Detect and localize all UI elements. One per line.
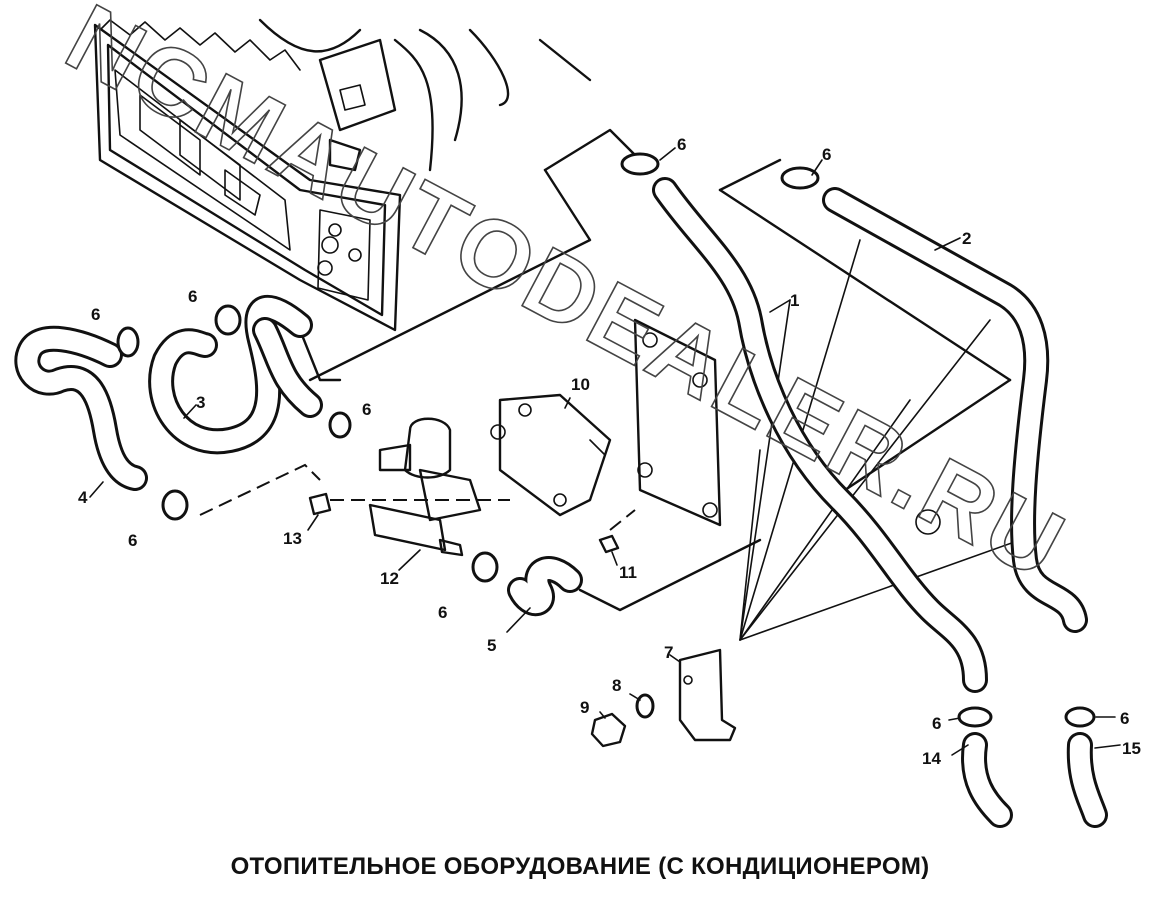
callout-6-g: 6: [438, 603, 447, 622]
callout-6-f: 6: [128, 531, 137, 550]
hose-14: [961, 732, 1013, 828]
callout-6-a: 6: [677, 135, 686, 154]
hose-5: [507, 556, 583, 617]
callout-3: 3: [196, 393, 205, 412]
bolt-11: [598, 534, 620, 554]
callout-2: 2: [962, 229, 971, 248]
callout-8: 8: [612, 676, 621, 695]
diagram-caption: ОТОПИТЕЛЬНОЕ ОБОРУДОВАНИЕ (С КОНДИЦИОНЕР…: [230, 853, 930, 880]
callout-leaders: [89, 147, 1121, 756]
callout-11: 11: [619, 563, 637, 582]
callout-12: 12: [380, 569, 399, 588]
washer-8: [635, 693, 655, 719]
clamps-6: [116, 152, 1096, 728]
callout-7: 7: [664, 643, 673, 662]
bracket-7: [678, 648, 737, 742]
callout-6-h: 6: [932, 714, 941, 733]
heater-unit: [93, 18, 592, 332]
callout-6-c: 6: [91, 305, 100, 324]
callout-5: 5: [487, 636, 496, 655]
mounting-plate: [633, 318, 941, 535]
nut-9: [590, 712, 627, 748]
callout-6-i: 6: [1120, 709, 1129, 728]
hose-15: [1066, 732, 1108, 828]
hose-4: [14, 325, 148, 491]
valve-bracket: [490, 393, 636, 531]
callout-14: 14: [922, 749, 941, 768]
callout-13: 13: [283, 529, 302, 548]
callout-labels: 1 2 3 4 5 6 6 6 6 6 6 6 6 6 7 8 9 10 11 …: [78, 135, 1141, 768]
hose-1: [652, 177, 988, 693]
callout-10: 10: [571, 375, 590, 394]
hose-2: [822, 187, 1088, 633]
hose-3: [148, 294, 323, 455]
heater-valve: [199, 417, 510, 557]
callout-9: 9: [580, 698, 589, 717]
callout-1: 1: [790, 291, 799, 310]
callout-4: 4: [78, 488, 88, 507]
callout-6-d: 6: [188, 287, 197, 306]
callout-15: 15: [1122, 739, 1141, 758]
bolt-13: [308, 492, 332, 516]
callout-6-e: 6: [362, 400, 371, 419]
callout-6-b: 6: [822, 145, 831, 164]
